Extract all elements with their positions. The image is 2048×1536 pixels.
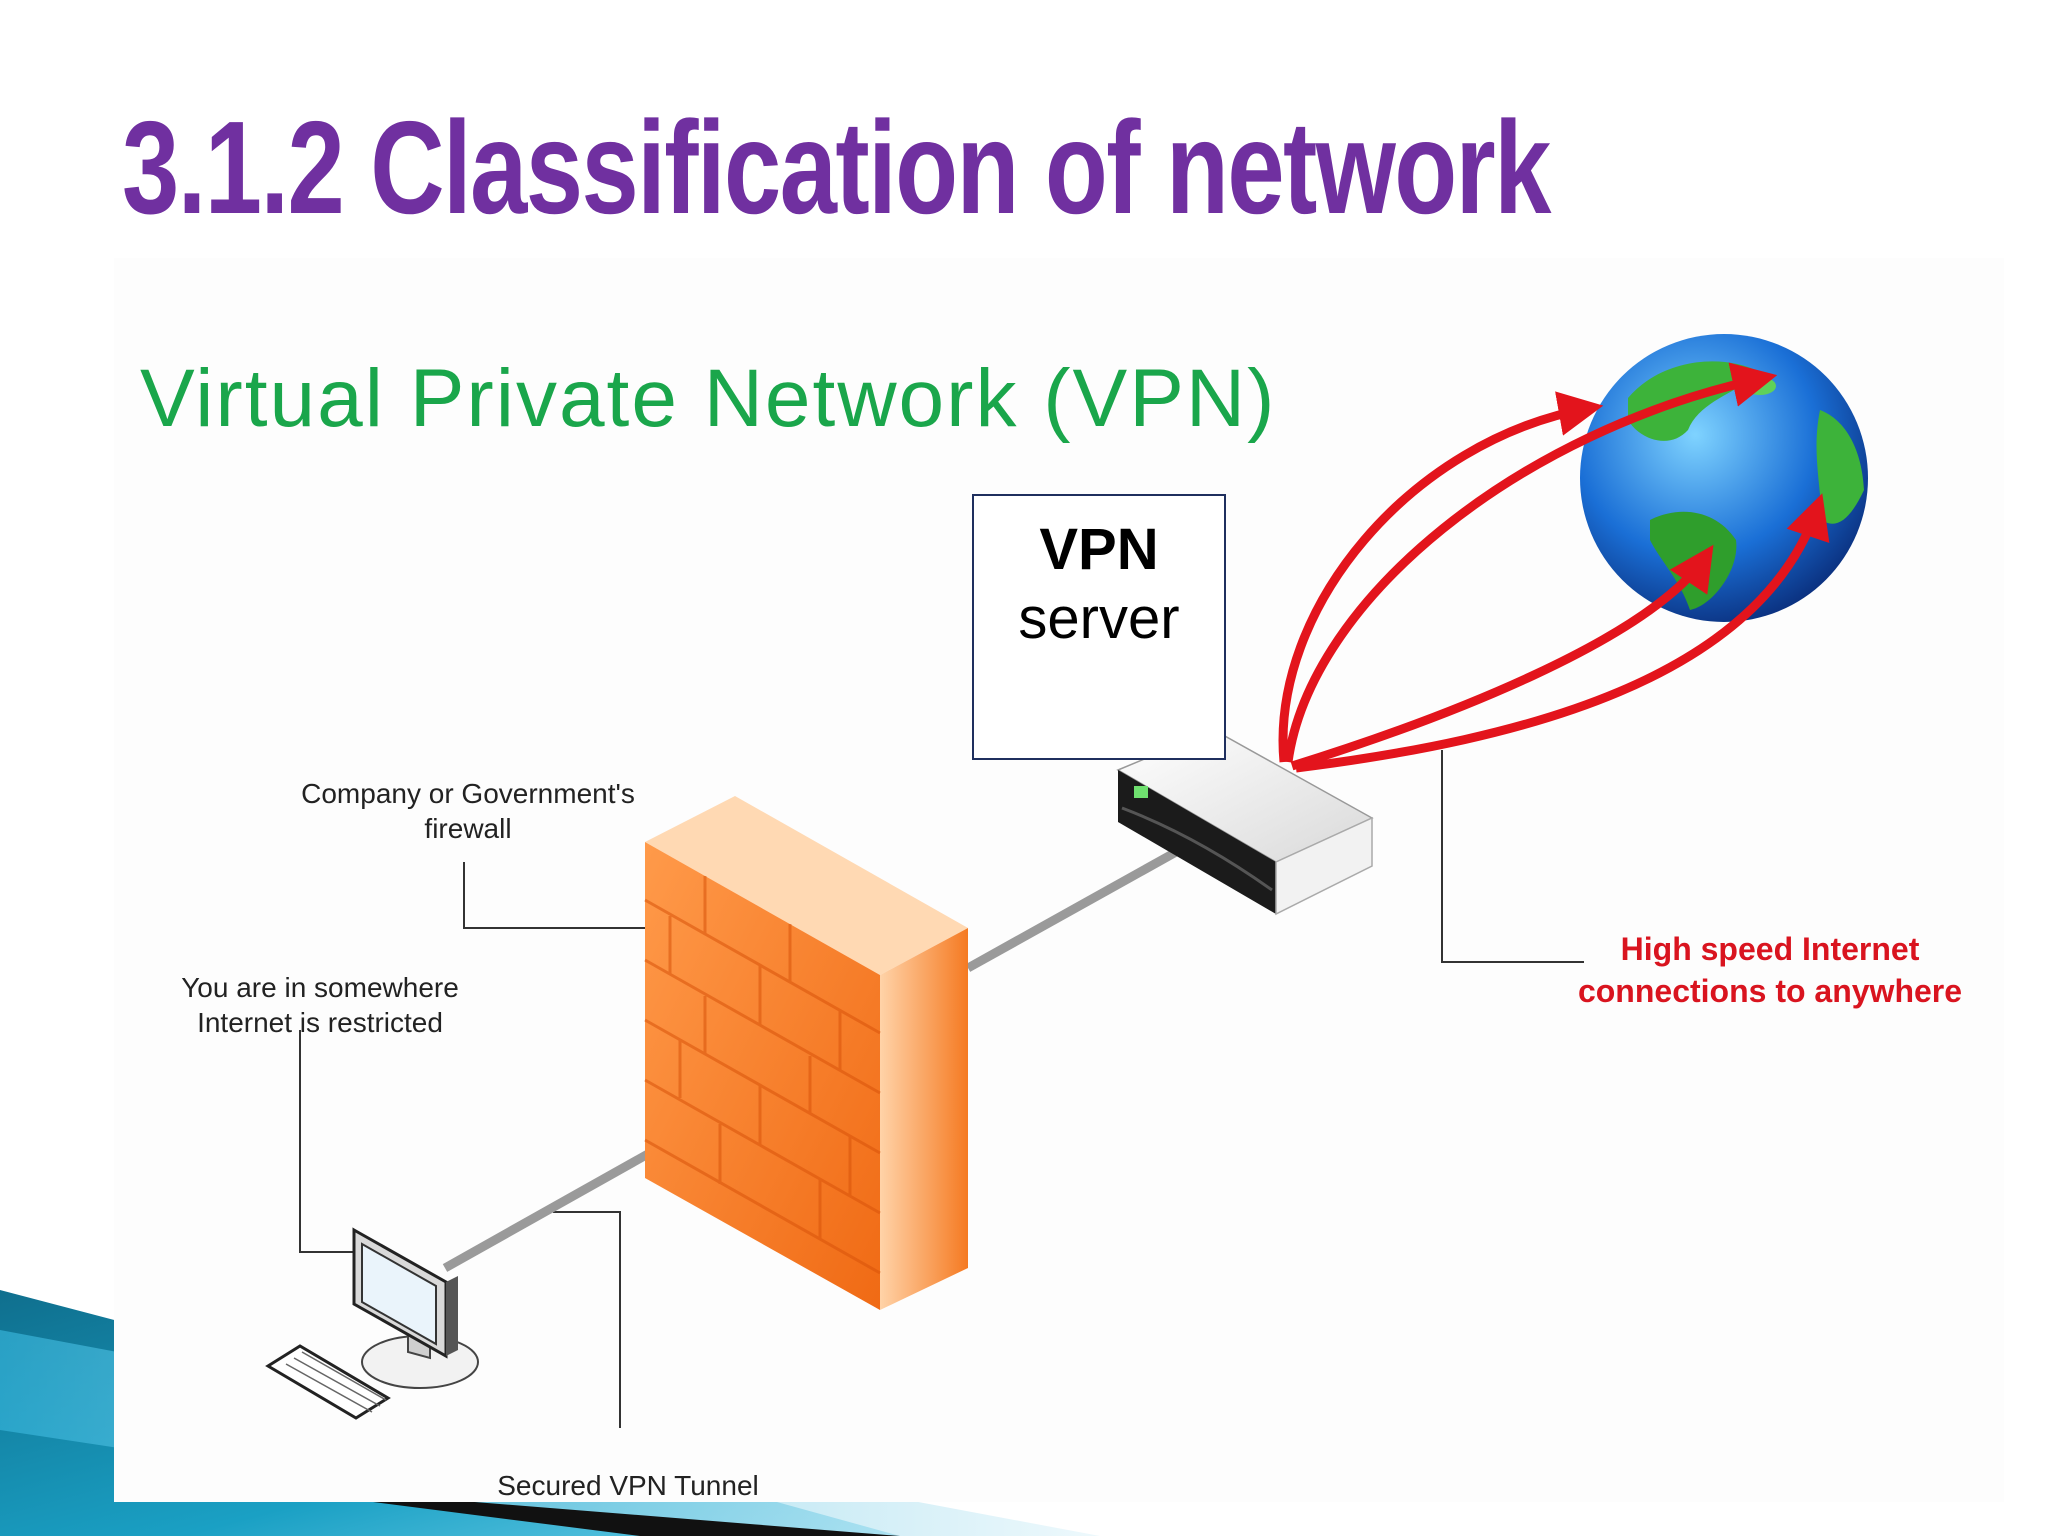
firewall-icon (644, 796, 968, 1310)
callout-lines (299, 750, 1584, 1428)
internet-connections-label-line1: High speed Internet (1620, 931, 1920, 967)
tunnel-line-server (965, 838, 1197, 972)
server-icon (1116, 729, 1374, 916)
computer-icon (352, 1227, 479, 1389)
arrow-3 (1290, 544, 1714, 771)
firewall-callout-line (463, 862, 645, 929)
diagram-subtitle: Virtual Private Network (VPN) (140, 353, 1277, 444)
firewall-label-line1: Company or Government's (301, 778, 635, 809)
user-location-label: You are in somewhere Internet is restric… (150, 970, 490, 1040)
vpn-server-subtitle: server (1018, 586, 1180, 651)
user-location-label-line1: You are in somewhere (181, 972, 459, 1003)
globe-icon (1580, 334, 1868, 622)
user-location-label-line2: Internet is restricted (197, 1007, 443, 1038)
arrow-4 (1295, 493, 1830, 773)
vpn-tunnel-label: Secured VPN Tunnel (497, 1470, 759, 1501)
keyboard-icon (265, 1344, 391, 1420)
internet-connections-label: High speed Internet connections to anywh… (1540, 928, 2000, 1012)
internet-arrows (1278, 362, 1830, 773)
vpn-server-box: VPN server (972, 494, 1226, 760)
firewall-label-line2: firewall (424, 813, 512, 844)
internet-callout-line (1441, 750, 1584, 963)
slide-title: 3.1.2 Classification of network (122, 94, 1551, 241)
arrow-2 (1283, 362, 1778, 763)
user-callout-line (299, 1030, 360, 1253)
arrow-1 (1278, 391, 1604, 763)
firewall-label: Company or Government's firewall (268, 776, 668, 846)
tunnel-callout-line (553, 1211, 621, 1428)
internet-connections-label-line2: connections to anywhere (1577, 973, 1963, 1009)
vpn-server-title: VPN (1039, 517, 1159, 582)
